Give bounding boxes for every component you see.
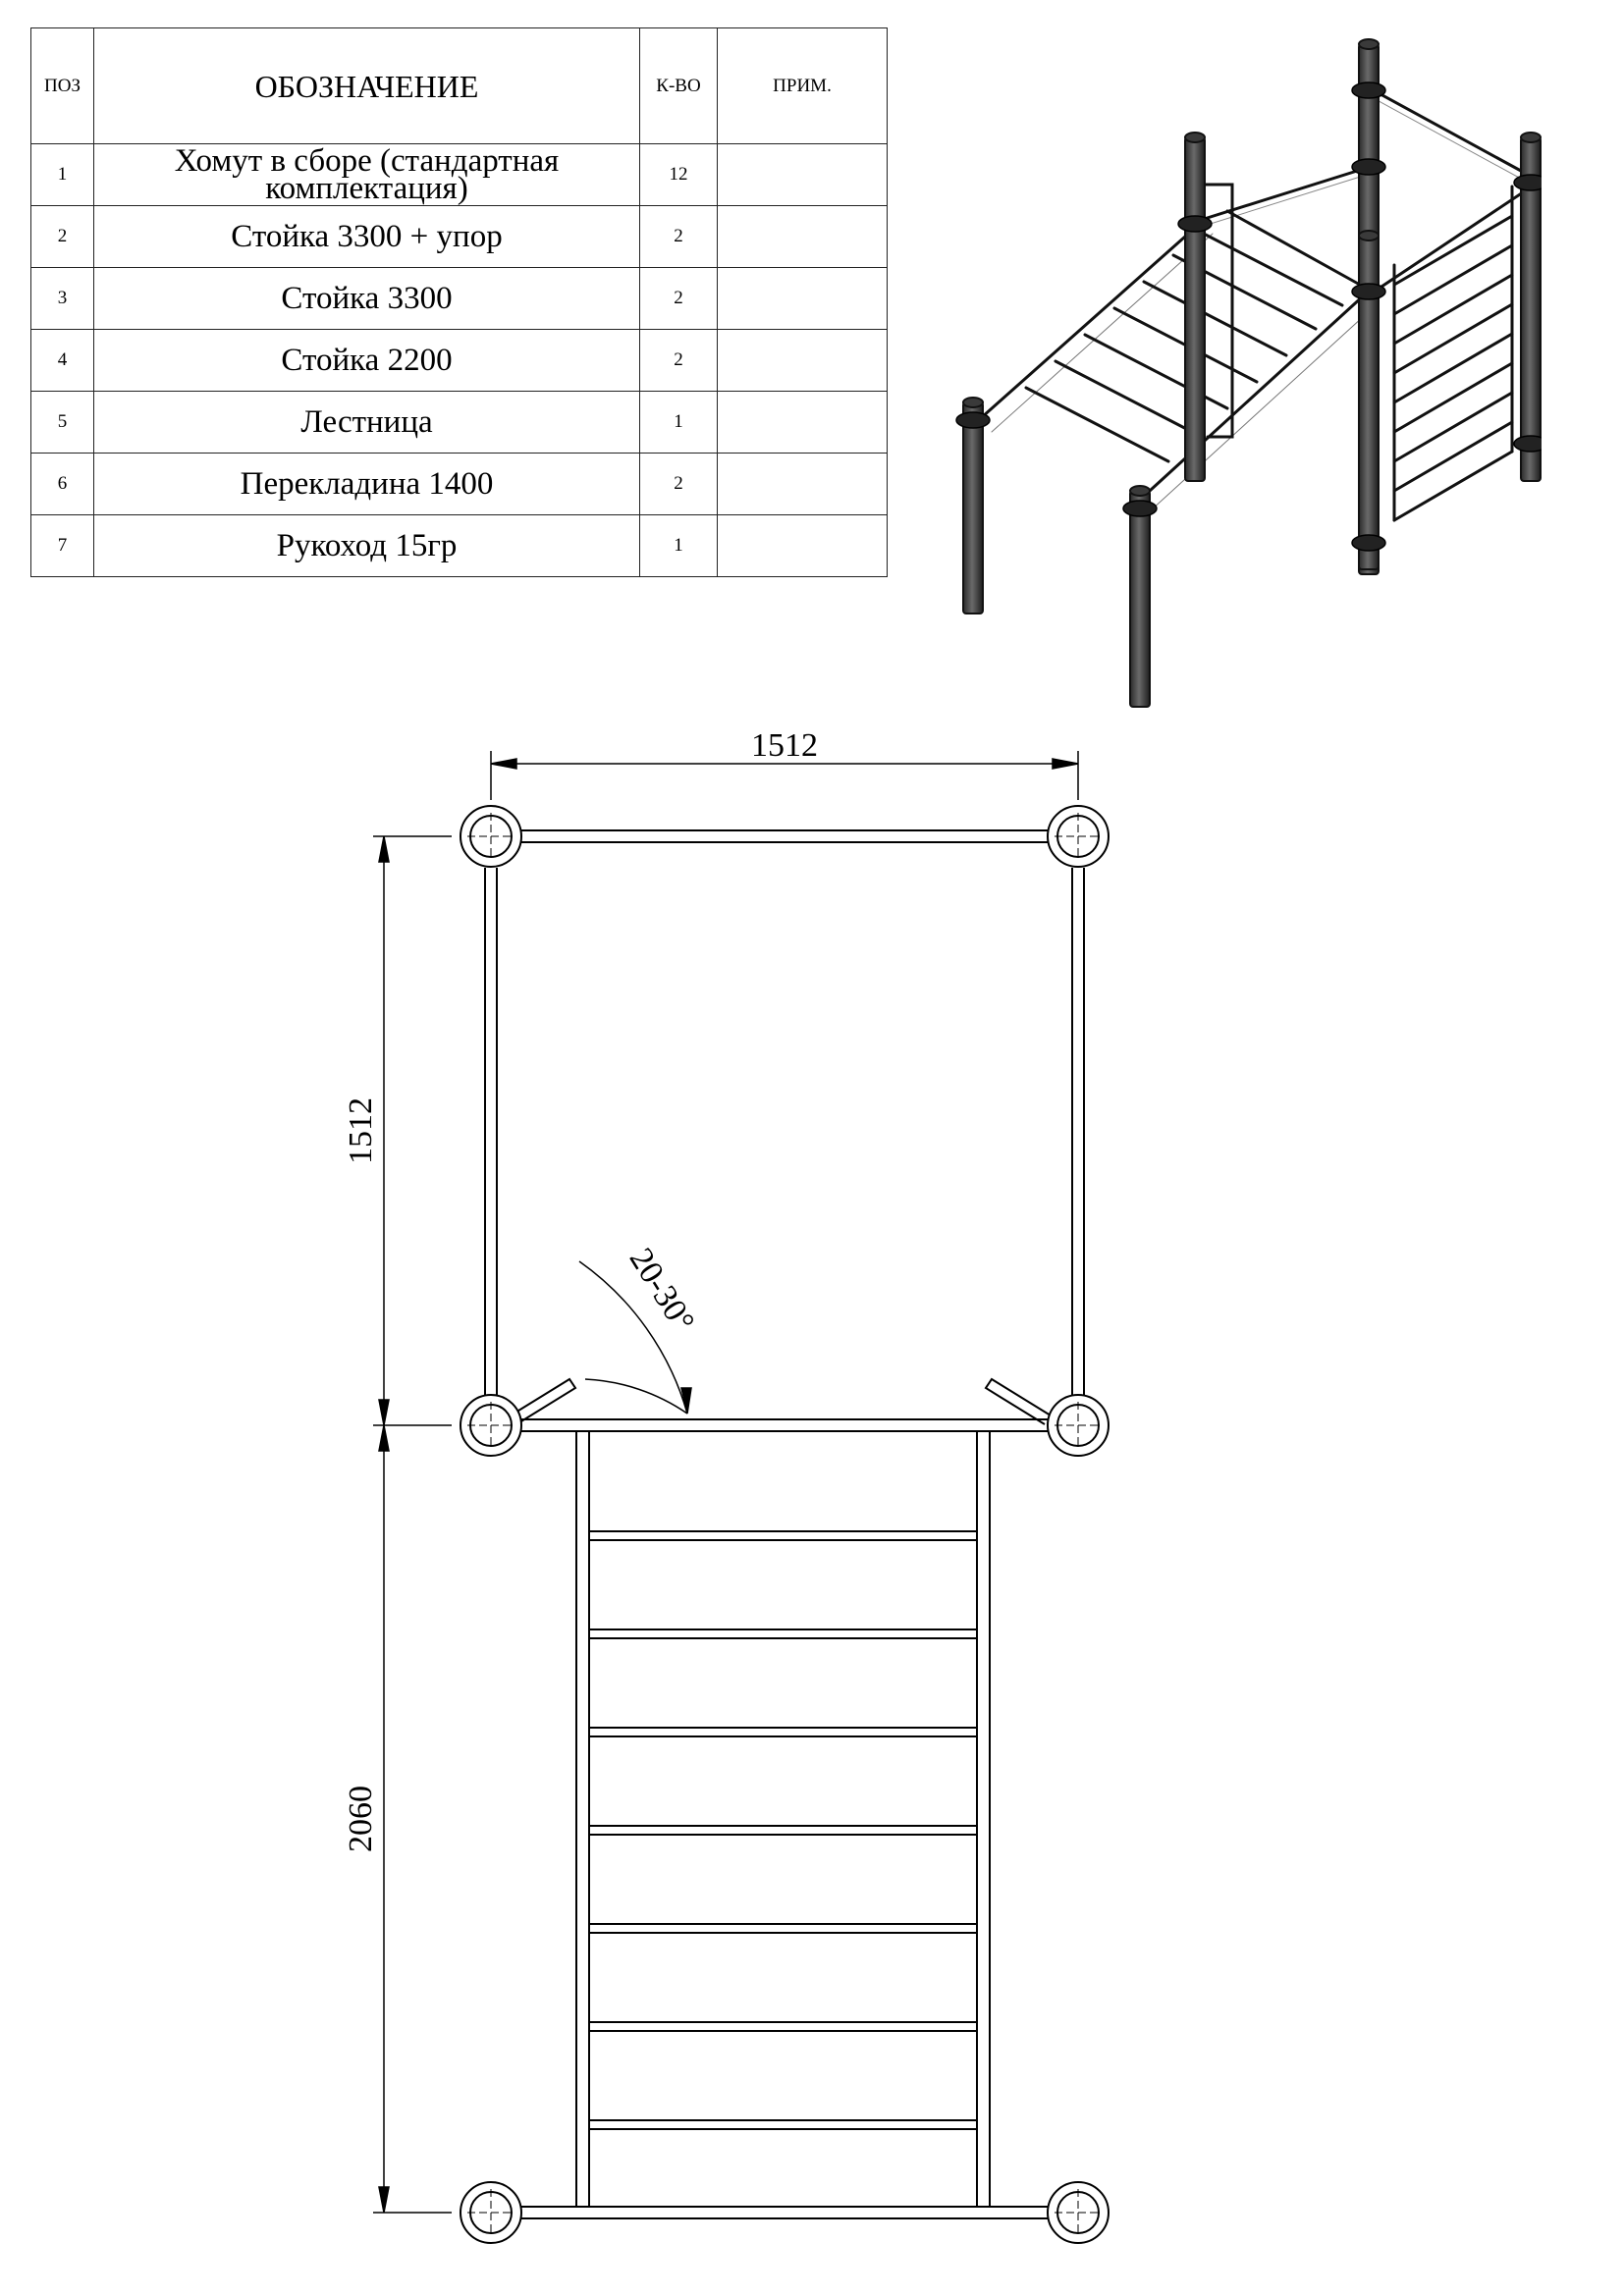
cell-pos: 7 bbox=[30, 514, 94, 577]
post-circle-top-left bbox=[460, 805, 522, 868]
dim-ladder-label: 2060 bbox=[343, 1786, 379, 1852]
table-row: 4 Стойка 2200 2 bbox=[30, 329, 888, 392]
monkey-bar-rung bbox=[1198, 230, 1344, 307]
wall-ladder-rung bbox=[1392, 302, 1514, 375]
cell-note bbox=[717, 329, 888, 392]
dim-depth-label: 1512 bbox=[343, 1097, 379, 1164]
top-bar bbox=[1196, 165, 1372, 223]
header-pos: ПОЗ bbox=[30, 27, 94, 144]
monkey-bar-rung bbox=[1225, 209, 1362, 287]
cell-qty: 1 bbox=[639, 514, 718, 577]
cell-name: Стойка 2200 bbox=[93, 329, 640, 392]
angle-label: 20-30° bbox=[623, 1242, 702, 1338]
table-header-row: ПОЗ ОБОЗНАЧЕНИЕ К-ВО ПРИМ. bbox=[30, 27, 888, 144]
cell-qty: 2 bbox=[639, 205, 718, 268]
monkey-bar-rung bbox=[1142, 280, 1288, 357]
specification-table: ПОЗ ОБОЗНАЧЕНИЕ К-ВО ПРИМ. 1 Хомут в сбо… bbox=[30, 27, 888, 577]
cell-name: Перекладина 1400 bbox=[93, 453, 640, 515]
monkey-bar-rung bbox=[1024, 386, 1170, 463]
wall-ladder-rung bbox=[1392, 391, 1514, 463]
cell-note bbox=[717, 143, 888, 206]
table-row: 3 Стойка 3300 2 bbox=[30, 267, 888, 330]
isometric-view bbox=[955, 38, 1542, 708]
support-arm-left bbox=[510, 1377, 577, 1425]
support-arm-right bbox=[984, 1377, 1052, 1425]
monkey-bar-rail bbox=[980, 219, 1205, 419]
cell-qty: 2 bbox=[639, 267, 718, 330]
top-bar bbox=[1368, 185, 1534, 296]
cell-qty: 2 bbox=[639, 453, 718, 515]
cell-qty: 2 bbox=[639, 329, 718, 392]
cell-name: Лестница bbox=[93, 391, 640, 454]
post-circle-mid-left bbox=[460, 1394, 522, 1457]
wall-ladder-rung bbox=[1392, 450, 1514, 522]
cell-name: Стойка 3300 + упор bbox=[93, 205, 640, 268]
angle-arc bbox=[584, 1378, 688, 1415]
cell-qty: 12 bbox=[639, 143, 718, 206]
wall-ladder-rung bbox=[1392, 214, 1514, 287]
cell-pos: 5 bbox=[30, 391, 94, 454]
cell-name: Хомут в сборе (стандартная комплектация) bbox=[93, 143, 640, 206]
cell-name: Рукоход 15гр bbox=[93, 514, 640, 577]
monkey-bar-rung bbox=[1054, 359, 1200, 437]
post-circle-top-right bbox=[1047, 805, 1110, 868]
table-row: 6 Перекладина 1400 2 bbox=[30, 453, 888, 515]
header-name: ОБОЗНАЧЕНИЕ bbox=[93, 27, 640, 144]
post-circle-bottom-right bbox=[1047, 2181, 1110, 2244]
post bbox=[1129, 490, 1151, 708]
table-row: 7 Рукоход 15гр 1 bbox=[30, 514, 888, 577]
dim-width-label: 1512 bbox=[751, 727, 818, 764]
cell-pos: 6 bbox=[30, 453, 94, 515]
wall-ladder-rung bbox=[1392, 420, 1514, 493]
cell-pos: 4 bbox=[30, 329, 94, 392]
wall-ladder-rung bbox=[1392, 361, 1514, 434]
cell-note bbox=[717, 391, 888, 454]
cell-note bbox=[717, 205, 888, 268]
cell-note bbox=[717, 453, 888, 515]
table-row: 2 Стойка 3300 + упор 2 bbox=[30, 205, 888, 268]
header-qty: К-ВО bbox=[639, 27, 718, 144]
table-row: 1 Хомут в сборе (стандартная комплектаци… bbox=[30, 143, 888, 206]
wall-ladder-rung bbox=[1392, 243, 1514, 316]
monkey-bar-rail bbox=[1137, 293, 1367, 503]
cell-note bbox=[717, 267, 888, 330]
cell-qty: 1 bbox=[639, 391, 718, 454]
wall-ladder-rung bbox=[1392, 332, 1514, 404]
top-bar bbox=[1368, 86, 1534, 179]
post-circle-bottom-left bbox=[460, 2181, 522, 2244]
cell-note bbox=[717, 514, 888, 577]
support-bracket bbox=[1204, 183, 1234, 439]
post-circle-mid-right bbox=[1047, 1394, 1110, 1457]
cell-pos: 2 bbox=[30, 205, 94, 268]
table-row: 5 Лестница 1 bbox=[30, 391, 888, 454]
cell-pos: 1 bbox=[30, 143, 94, 206]
post bbox=[1184, 136, 1206, 482]
cell-name: Стойка 3300 bbox=[93, 267, 640, 330]
ladder-rungs bbox=[589, 1530, 977, 2130]
header-note: ПРИМ. bbox=[717, 27, 888, 144]
monkey-bar-rung bbox=[1083, 333, 1229, 410]
wall-ladder-rung bbox=[1392, 273, 1514, 346]
cell-pos: 3 bbox=[30, 267, 94, 330]
post bbox=[962, 401, 984, 614]
